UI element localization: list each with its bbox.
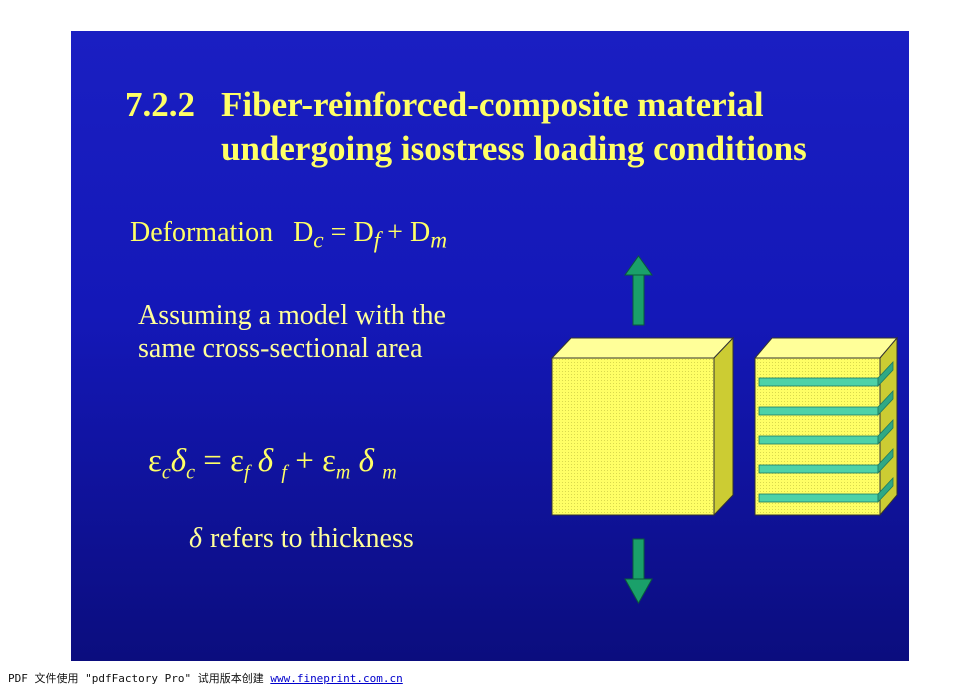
d-symbol: D	[353, 217, 374, 248]
sub-m: m	[382, 461, 397, 484]
layered-fiber-block	[753, 336, 899, 517]
fiber-layer-side	[877, 476, 894, 504]
plus-sign: +	[286, 443, 323, 479]
fiber-layer	[758, 406, 879, 416]
slide-title: 7.2.2 Fiber-reinforced-composite materia…	[125, 83, 807, 171]
deformation-label: Deformation	[130, 217, 274, 248]
isostress-model-figure	[550, 255, 899, 605]
title-line-2: undergoing isostress loading conditions	[221, 129, 807, 168]
sub-m: m	[335, 461, 351, 484]
sub-c: c	[161, 461, 171, 484]
fiber-layer-side	[877, 418, 894, 446]
sub-f: f	[281, 461, 287, 484]
delta-symbol: δ	[257, 443, 274, 479]
plus-sign: +	[380, 217, 410, 248]
sub-m: m	[430, 227, 448, 254]
composite-block	[550, 336, 735, 517]
section-number: 7.2.2	[125, 85, 195, 124]
sub-c: c	[186, 461, 195, 484]
pdf-footer: PDF 文件使用 "pdfFactory Pro" 试用版本创建 www.fin…	[8, 670, 403, 686]
fiber-layer	[758, 377, 879, 387]
epsilon-symbol: ε	[322, 443, 336, 479]
fiber-layer	[758, 464, 879, 474]
strain-equation: εcδc = εf δ f + εm δ m	[148, 443, 397, 485]
delta-symbol: δ	[189, 523, 203, 554]
fiber-layer-side	[877, 447, 894, 475]
equals-sign: =	[323, 217, 354, 248]
fiber-layer	[758, 435, 879, 445]
load-arrow-down-icon	[624, 538, 653, 605]
sub-c: c	[313, 227, 324, 254]
epsilon-symbol: ε	[230, 443, 244, 479]
slide: 7.2.2 Fiber-reinforced-composite materia…	[71, 31, 909, 661]
fiber-layer-side	[877, 360, 894, 388]
assumption-text: Assuming a model with the same cross-sec…	[138, 300, 446, 364]
sub-f: f	[373, 227, 381, 254]
d-symbol: D	[409, 217, 431, 248]
title-line-1: Fiber-reinforced-composite material	[221, 85, 764, 124]
note-text: refers to thickness	[210, 523, 414, 554]
fiber-layer	[758, 493, 879, 503]
delta-symbol: δ	[170, 443, 187, 479]
equals-sign: =	[194, 443, 231, 479]
delta-symbol: δ	[358, 443, 374, 479]
fiber-layer-side	[877, 389, 894, 417]
load-arrow-up-icon	[624, 255, 653, 326]
footer-link[interactable]: www.fineprint.com.cn	[270, 672, 403, 685]
footer-text: PDF 文件使用 "pdfFactory Pro" 试用版本创建	[8, 672, 271, 685]
epsilon-symbol: ε	[148, 443, 162, 479]
d-symbol: D	[293, 217, 314, 248]
sub-f: f	[243, 461, 250, 484]
deformation-equation: Deformation Dc = Df + Dm	[130, 217, 447, 255]
